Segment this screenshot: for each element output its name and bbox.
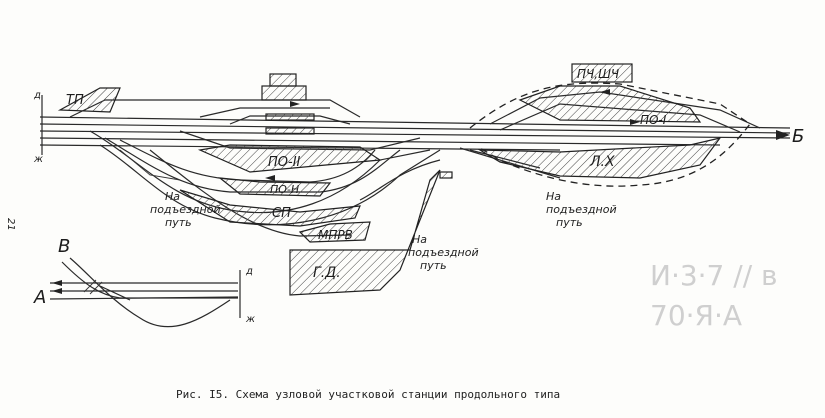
small-post bbox=[439, 171, 453, 179]
annotation-siding-2: На подъездной путь bbox=[546, 190, 617, 229]
svg-text:путь: путь bbox=[165, 216, 192, 229]
label-point-d-main: д bbox=[33, 90, 41, 101]
margin-note-1: И·3·7 // в bbox=[650, 259, 778, 292]
platform-1 bbox=[265, 113, 315, 121]
hatched-buildings bbox=[57, 63, 722, 296]
po2-yard bbox=[197, 144, 382, 173]
lh-yard bbox=[477, 137, 722, 179]
track-arrows bbox=[265, 89, 640, 181]
label-pchshch: ПЧ,ШЧ bbox=[577, 67, 619, 81]
annotation-siding-1: На подъездной путь bbox=[150, 190, 221, 229]
svg-text:подъездной: подъездной bbox=[546, 203, 617, 216]
platform-2 bbox=[265, 127, 315, 135]
svg-text:путь: путь bbox=[556, 216, 583, 229]
svg-text:На: На bbox=[546, 190, 561, 203]
gd-yard bbox=[289, 169, 441, 296]
svg-text:На: На bbox=[412, 233, 427, 246]
arrow-b-icon bbox=[776, 130, 790, 140]
label-po2: ПО-II bbox=[268, 155, 301, 170]
label-sp: СП bbox=[272, 206, 291, 221]
label-lh: Л.Х bbox=[589, 154, 615, 170]
label-point-zh-main: ж bbox=[33, 154, 43, 165]
label-tp: ТП bbox=[66, 93, 84, 108]
pon-yard bbox=[218, 177, 332, 197]
sp-yard bbox=[179, 189, 361, 227]
label-point-zh-inset: ж bbox=[245, 314, 255, 325]
svg-text:подъездной: подъездной bbox=[408, 246, 479, 259]
mprv-depot bbox=[298, 221, 371, 243]
label-gd: Г.Д. bbox=[313, 265, 341, 281]
dashed-boundary bbox=[469, 82, 751, 187]
label-direction-v: В bbox=[58, 236, 70, 257]
label-direction-b: Б bbox=[792, 126, 804, 147]
pchshch-building bbox=[571, 63, 633, 83]
margin-note-2: 70·Я·А bbox=[650, 299, 742, 332]
po1-yard bbox=[518, 85, 702, 123]
inset-junction bbox=[49, 257, 241, 328]
tp-building bbox=[57, 87, 121, 113]
svg-text:подъездной: подъездной bbox=[150, 203, 221, 216]
label-po1: ПО-I bbox=[640, 113, 667, 127]
station-building bbox=[261, 85, 307, 101]
label-mprv: МПРВ bbox=[318, 228, 353, 242]
station-building-top bbox=[269, 73, 297, 87]
svg-text:На: На bbox=[165, 190, 180, 203]
svg-text:путь: путь bbox=[420, 259, 447, 272]
annotation-siding-3: На подъездной путь bbox=[408, 233, 479, 272]
label-point-d-inset: д bbox=[245, 266, 253, 277]
page-number: 21 bbox=[5, 218, 16, 231]
figure-caption: Рис. I5. Схема узловой участковой станци… bbox=[176, 388, 560, 401]
label-pon: ПО-Н bbox=[270, 183, 299, 196]
label-direction-a: А bbox=[33, 287, 46, 308]
